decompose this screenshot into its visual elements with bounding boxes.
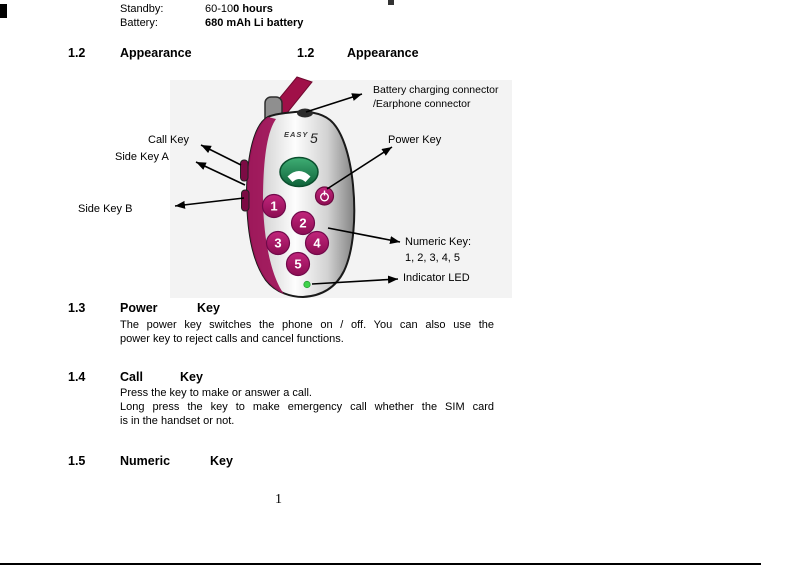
footer-rule [0,563,761,565]
numeric-key-4 [304,230,330,256]
label-indicator-led: Indicator LED [403,272,470,284]
section-number-numeric: 1.5 [68,454,86,468]
numeric-key-1-label: 1 [270,199,277,214]
power-key-paragraph-line1: The power key switches the phone on / of… [120,319,494,331]
label-call-key: Call Key [148,134,189,146]
arrow-side-key-a [195,161,246,186]
section-number-call: 1.4 [68,370,86,384]
footer-page-number: 1 [275,492,282,507]
label-side-key-a: Side Key A [115,151,169,163]
section-title-power-word2: Key [197,301,220,315]
brand-number: 5 [310,130,318,146]
section-number-appearance-right: 1.2 [297,46,315,60]
label-power-key: Power Key [388,134,442,146]
numeric-key-2 [290,210,316,236]
section-number-power: 1.3 [68,301,86,315]
call-key-paragraph-line2: Long press the key to make emergency cal… [120,401,494,413]
numeric-key-3-label: 3 [274,236,281,251]
label-battery-connector-line1: Battery charging connector [373,84,499,96]
arrow-power-key [326,146,393,190]
spec-battery-value: 680 mAh Li battery [205,17,304,29]
call-key-paragraph-line1: Press the key to make or answer a call. [120,387,312,399]
indicator-led [303,280,311,289]
numeric-key-5 [285,251,311,277]
power-key-button [314,186,335,206]
section-title-numeric-word1: Numeric [120,454,171,468]
scan-artifact-left [0,4,7,18]
label-side-key-b: Side Key B [78,203,133,215]
side-key-b [241,189,250,212]
brand-text: EASY [284,130,308,139]
label-battery-connector-line2: /Earphone connector [373,98,471,110]
spec-battery-label: Battery: [120,17,158,29]
label-numeric-key-line1: Numeric Key: [405,236,472,248]
section-title-call-word2: Key [180,370,203,384]
spec-standby-label: Standby: [120,3,164,15]
phone-handset-icon [287,171,311,182]
scan-artifact-top [388,0,394,5]
power-key-paragraph: The power key switches the phone on / of… [120,318,494,346]
numeric-keypad: 1 2 3 4 5 [261,193,330,277]
section-title-numeric-word2: Key [210,454,233,468]
numeric-key-1 [261,193,287,219]
spec-standby-value: 60-100 hours [205,3,273,15]
section-title-power-word1: Power [120,301,158,315]
side-key-a [240,159,249,182]
numeric-key-5-label: 5 [294,257,301,272]
arrow-indicator-led [311,275,399,285]
numeric-key-4-label: 4 [313,236,321,251]
arrow-battery-connector [305,93,363,113]
arrow-call-key [200,144,242,166]
label-numeric-key-line2: 1, 2, 3, 4, 5 [405,252,461,264]
phone-diagram: EASY 5 1 2 3 4 5 [170,76,512,299]
call-key-paragraph: Press the key to make or answer a call. … [120,386,494,428]
section-title-call-word1: Call [120,370,143,384]
section-number-appearance-left: 1.2 [68,46,86,60]
phone-left-trim [247,117,284,294]
numeric-key-3 [265,230,291,256]
section-title-appearance-right: Appearance [347,46,419,60]
section-title-appearance-left: Appearance [120,46,192,60]
arrow-side-key-b [174,197,245,209]
numeric-key-2-label: 2 [299,216,306,231]
power-key-paragraph-line2: power key to reject calls and cancel fun… [120,333,344,345]
arrow-numeric-key [327,227,401,245]
call-key-paragraph-line3: is in the handset or not. [120,415,235,427]
